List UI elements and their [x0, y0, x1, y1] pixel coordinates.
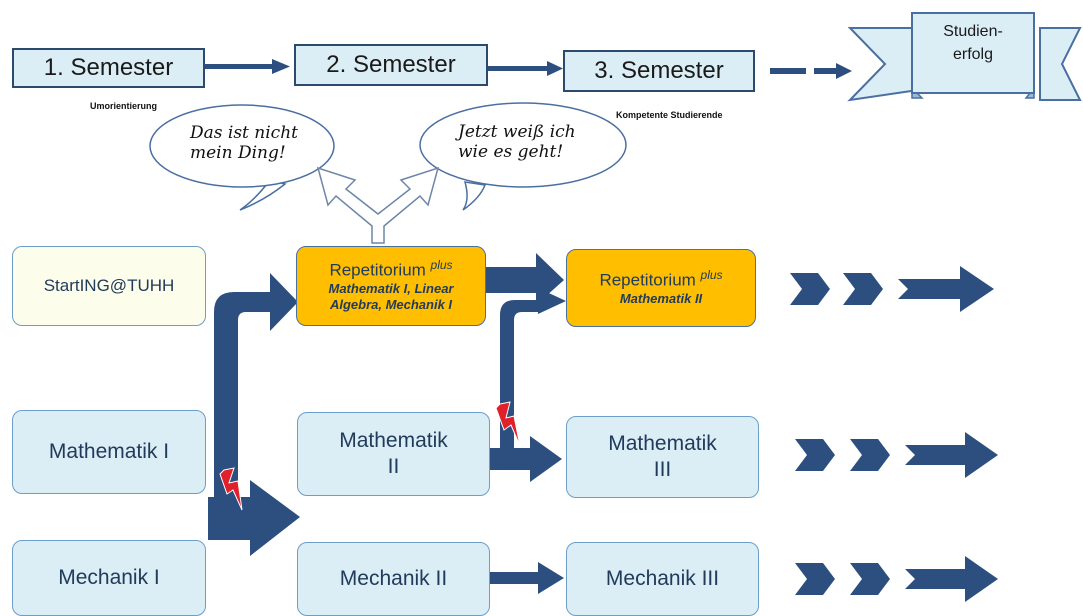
bubble-right-line1: Jetzt weiß ich	[458, 122, 576, 142]
bubble-right-line2: wie es geht!	[458, 142, 564, 163]
mechanik-1-label: Mechanik I	[58, 565, 160, 589]
semester-arrow-2	[488, 61, 563, 76]
semester-1-label: 1. Semester	[43, 54, 174, 81]
semester-3-label: 3. Semester	[594, 57, 724, 84]
lightning-icon	[495, 401, 521, 447]
note-umorientierung: Umorientierung	[90, 101, 158, 111]
semester-3-box: 3. Semester	[563, 50, 755, 92]
goal-text: Studien- erfolg	[912, 20, 1034, 66]
goal-line2: erfolg	[952, 46, 994, 64]
repetitorium-1-box: Repetitorium plus Mathematik I, Linear A…	[296, 246, 486, 326]
semester-arrow-1	[205, 59, 290, 74]
mechanik-2-label: Mechanik II	[339, 566, 448, 590]
goal-banner	[847, 12, 1082, 102]
speech-bubble-left	[149, 104, 335, 211]
repetitorium-2-box: Repetitorium plus Mathematik II	[566, 249, 756, 327]
repetitorium-1-title: Repetitorium plus	[329, 258, 453, 280]
mechanik-2-box: Mechanik II	[297, 542, 490, 616]
speech-bubble-right	[419, 102, 627, 211]
mathematik-3-box: Mathematik III	[566, 416, 759, 498]
arrow-math2-to-rep2	[500, 288, 566, 460]
repetitorium-1-subtitle-1: Mathematik I, Linear	[328, 281, 454, 297]
arrow-math2-to-math3	[490, 436, 562, 482]
mathematik-1-label: Mathematik I	[48, 439, 170, 463]
semester-2-box: 2. Semester	[294, 44, 488, 86]
note-kompetente-studierende: Kompetente Studierende	[616, 110, 723, 120]
continue-arrows-math	[795, 432, 998, 478]
repetitorium-2-title: Repetitorium plus	[599, 268, 723, 291]
repetitorium-2-subtitle: Mathematik II	[619, 291, 703, 307]
bubble-left-line1: Das ist nicht	[190, 123, 298, 143]
starting-box: StartING@TUHH	[12, 246, 206, 326]
repetitorium-1-subtitle-2: Algebra, Mechanik I	[329, 297, 453, 313]
semester-2-label: 2. Semester	[326, 51, 456, 78]
mathematik-1-box: Mathematik I	[12, 410, 206, 494]
mathematik-2-box: Mathematik II	[297, 412, 490, 496]
lightning-icon	[219, 467, 243, 511]
arrow-math1-to-sem2	[208, 480, 300, 556]
mechanik-1-box: Mechanik I	[12, 540, 206, 616]
mechanik-3-box: Mechanik III	[566, 542, 759, 616]
goal-line1: Studien-	[943, 23, 1003, 40]
arrow-math1-to-rep1	[214, 273, 298, 500]
continue-arrows-mech	[795, 556, 998, 602]
continue-arrows-rep	[790, 266, 994, 312]
semester-1-box: 1. Semester	[12, 48, 205, 88]
mechanik-3-label: Mechanik III	[605, 566, 720, 590]
starting-label: StartING@TUHH	[43, 276, 175, 296]
mathematik-2-line1: Mathematik	[339, 428, 448, 452]
mathematik-3-line2: III	[653, 458, 672, 481]
fork-arrow-outline	[316, 166, 440, 244]
mathematik-3-line1: Mathematik	[608, 431, 717, 455]
bubble-left-text: Das ist nicht mein Ding!	[190, 123, 298, 164]
mathematik-2-line2: II	[387, 455, 400, 478]
bubble-left-line2: mein Ding!	[190, 143, 286, 164]
arrow-mech2-to-mech3	[490, 562, 564, 594]
semester-arrow-dashed	[770, 63, 852, 79]
bubble-right-text: Jetzt weiß ich wie es geht!	[458, 122, 576, 163]
